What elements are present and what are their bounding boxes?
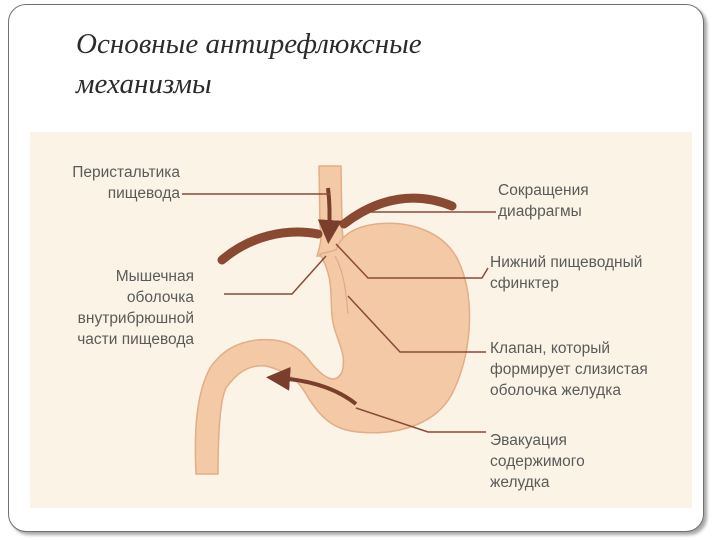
peristalsis-arrow [317,187,342,244]
title-line-1: Основные антирефлюксные [76,28,422,60]
label-evacuation: Эвакуация содержимого желудка [490,432,585,491]
title-line-2: механизмы [76,68,212,100]
mucosal-fold [334,255,349,315]
leader-sphincter [335,243,489,279]
anatomy-figure: Перистальтика пищевода Мышечная оболочка… [30,132,692,508]
stomach [194,222,471,475]
label-sphincter: Нижний пищеводный сфинктер [490,254,643,292]
diaphragm-right [339,193,457,229]
label-diaphragm: Сокращения диафрагмы [498,182,589,220]
leader-evacuation [355,407,486,433]
stomach-diagram [182,165,496,475]
evacuation-arrow [266,366,358,406]
page-title: Основные антирефлюксные механизмы [76,24,596,104]
leader-valve [347,295,486,353]
leader-muscular [224,255,327,295]
label-muscular-sheath: Мышечная оболочка внутрибрюшной части пи… [77,268,194,348]
diaphragm-left [217,227,323,265]
label-peristalsis: Перистальтика пищевода [72,164,180,202]
label-valve: Клапан, который формирует слизистая обол… [490,340,648,399]
